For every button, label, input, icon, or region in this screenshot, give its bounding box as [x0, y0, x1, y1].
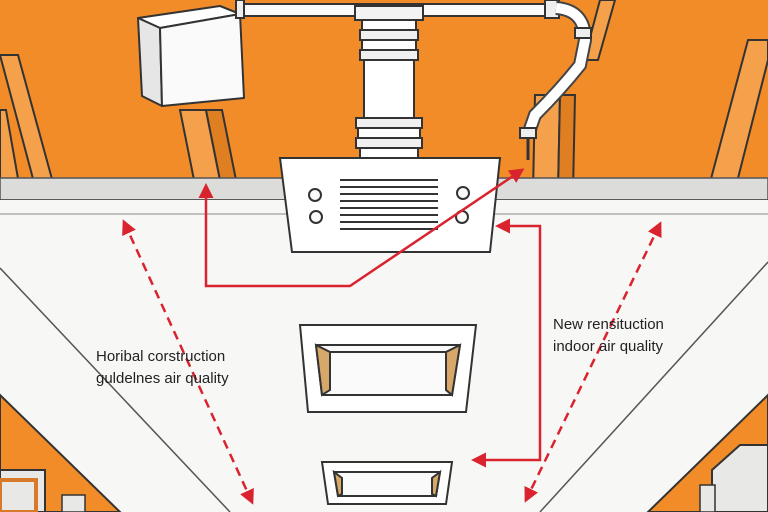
caption-right: New rensituction indoor air quality: [553, 314, 664, 358]
right-joists: [531, 0, 768, 193]
vent-duct-icon: [354, 5, 424, 159]
caption-left-line1: Horibal corstruction: [96, 348, 226, 365]
flex-conduit-icon: [519, 1, 593, 160]
lower-left-wall: [0, 393, 122, 512]
junction-box-icon: [137, 5, 245, 107]
lower-right-wall: [646, 393, 768, 512]
dashed-arrow-left: [122, 219, 254, 505]
caption-left-line2: guldelnes air quality: [96, 370, 229, 387]
dashed-arrow-right: [524, 221, 662, 503]
caption-right-line1: New rensituction: [553, 316, 664, 333]
caption-right-line2: indoor air quality: [553, 338, 664, 355]
ceiling-vent-icon: [298, 324, 478, 413]
ceiling-fan-grille-icon: [278, 157, 502, 253]
airflow-arrows: [122, 168, 662, 505]
caption-left: Horibal corstruction guldelnes air quali…: [96, 346, 229, 390]
ceiling-vent-bottom-icon: [320, 461, 454, 505]
